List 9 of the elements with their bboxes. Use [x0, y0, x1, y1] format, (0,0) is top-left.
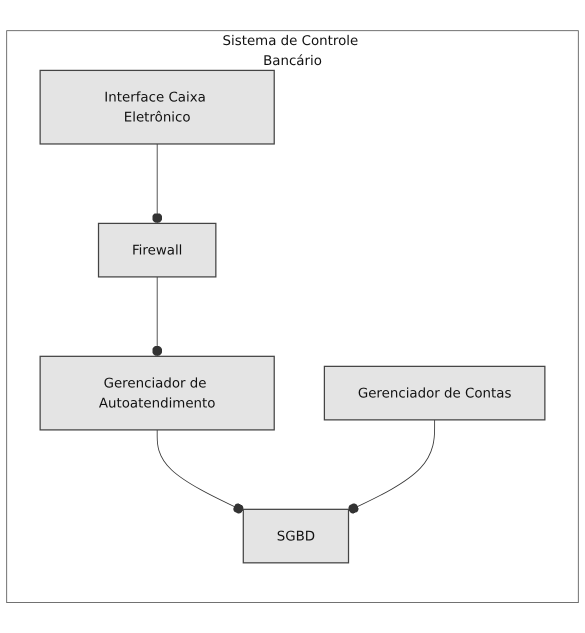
- connector: [152, 143, 162, 224]
- node-box: Firewall: [98, 222, 216, 278]
- connector: [348, 419, 436, 514]
- node-box: Gerenciador de Autoatendimento: [40, 356, 275, 430]
- connector: [156, 429, 244, 514]
- node-box: Gerenciador de Contas: [324, 366, 546, 420]
- connector: [152, 276, 162, 357]
- node-box: SGBD: [242, 508, 350, 564]
- node-box: Interface Caixa Eletrônico: [40, 70, 275, 144]
